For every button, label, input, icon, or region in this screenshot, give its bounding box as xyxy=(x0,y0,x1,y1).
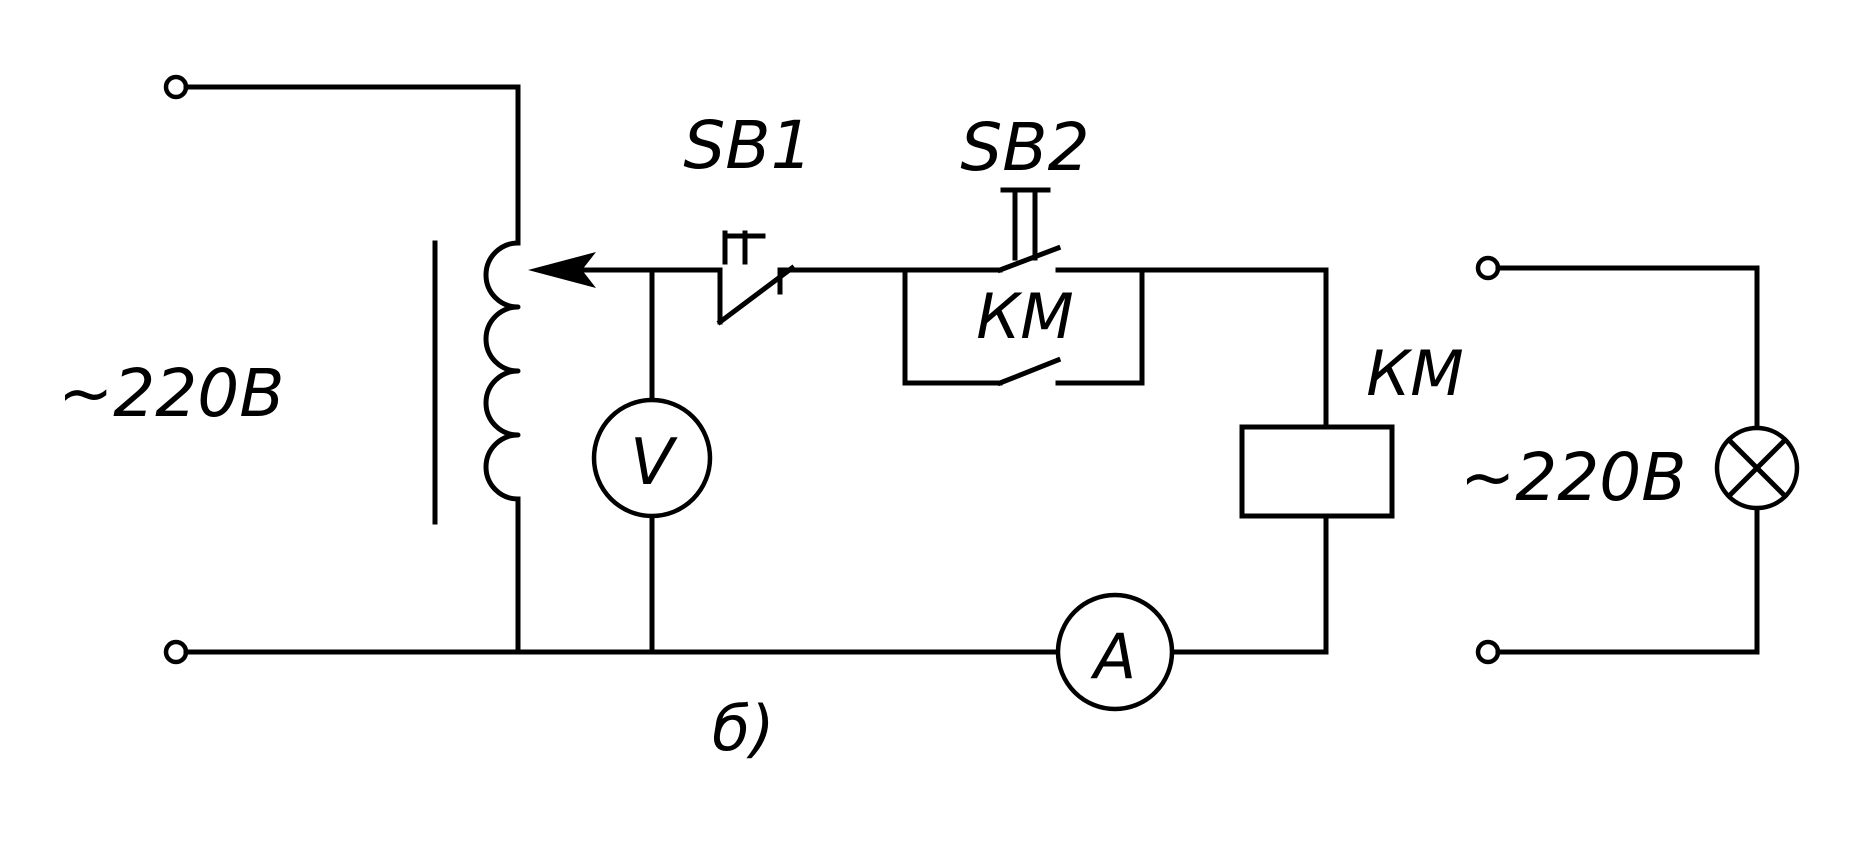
autotransformer-winding xyxy=(483,240,521,502)
lamp-icon xyxy=(1714,425,1800,511)
left-top-terminal xyxy=(163,74,189,100)
sb1-label: SB1 xyxy=(683,107,812,184)
km-coil xyxy=(1239,424,1395,519)
figure-label: б) xyxy=(712,692,774,765)
left-source-label: ~220В xyxy=(58,355,285,432)
right-top-terminal xyxy=(1475,255,1501,281)
voltmeter-label: V xyxy=(630,426,678,500)
km-holding-contact: КМ xyxy=(902,267,1145,387)
sb2-contact-blade xyxy=(996,244,1062,274)
voltmeter-branch: V xyxy=(591,267,713,655)
sb2-pusher xyxy=(1000,187,1051,261)
bottom-rail-right xyxy=(1169,513,1329,655)
lamp-circuit xyxy=(1475,255,1800,665)
ammeter-label: А xyxy=(1090,620,1136,693)
sb2-label: SB2 xyxy=(960,109,1089,186)
top-feed-wire xyxy=(183,84,521,246)
right-source-label: ~220В xyxy=(1460,439,1687,516)
left-bottom-terminal xyxy=(163,639,189,665)
voltmeter-circle xyxy=(591,397,713,519)
km-coil-label: КМ xyxy=(1366,337,1464,410)
sb1-stop-button: SB1 xyxy=(649,107,908,326)
sb2-start-button: SB2 xyxy=(902,109,1329,274)
km-contact-label: КМ xyxy=(976,280,1074,353)
autotransformer-slider-arrow xyxy=(528,252,655,288)
km-holding-blade xyxy=(996,356,1062,387)
ammeter: А xyxy=(1055,592,1175,712)
km-coil-branch: КМ xyxy=(1239,267,1464,519)
sb1-pusher xyxy=(722,230,766,265)
right-bottom-terminal xyxy=(1475,639,1501,665)
ammeter-circle xyxy=(1055,592,1175,712)
